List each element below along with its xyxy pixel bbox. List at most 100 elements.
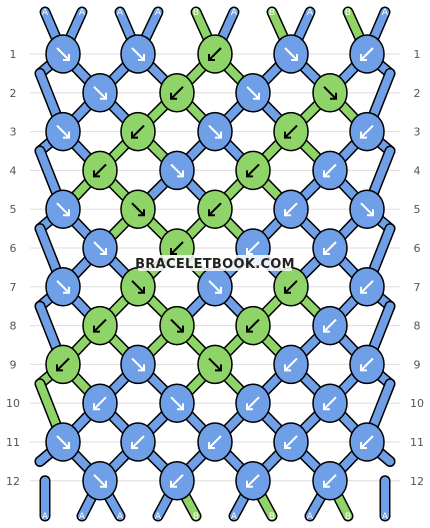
arrow-down-left-icon — [246, 474, 260, 488]
arrow-head — [63, 54, 70, 61]
row-number-right: 12 — [410, 475, 424, 488]
arrow-down-right-icon — [56, 280, 70, 294]
thread-letter-top: A — [117, 8, 124, 18]
knot — [82, 150, 118, 191]
arrow-head — [246, 325, 253, 333]
arrow-head — [360, 364, 367, 372]
knot — [159, 461, 195, 501]
knot — [159, 73, 195, 113]
row-number-right: 1 — [414, 48, 421, 61]
arrow-down-right-icon — [56, 202, 70, 216]
arrow-down-left-icon — [246, 241, 260, 255]
arrow-down-left-icon — [131, 124, 145, 139]
arrow-down-left-icon — [323, 163, 337, 178]
arrow-head — [138, 54, 145, 61]
knot-grid — [45, 34, 385, 501]
arrow-head — [246, 480, 253, 488]
knot — [312, 150, 348, 191]
arrow-down-right-icon — [208, 124, 222, 139]
arrow-down-left-icon — [284, 435, 298, 449]
arrow-down-left-icon — [246, 396, 260, 410]
arrow-down-left-icon — [323, 241, 337, 255]
row-number-left: 9 — [10, 358, 17, 371]
row-number-right: 2 — [414, 87, 421, 100]
knot — [312, 461, 348, 501]
arrow-head — [323, 170, 330, 178]
arrow-head — [170, 92, 177, 100]
row-number-left: 3 — [10, 126, 17, 139]
arrow-head — [63, 442, 70, 449]
thread-letter-bottom: A — [155, 512, 162, 522]
knot — [159, 305, 195, 346]
arrow-down-right-icon — [208, 280, 222, 294]
arrow-down-right-icon — [170, 396, 184, 410]
arrow-head — [208, 442, 215, 449]
arrow-head — [131, 442, 138, 449]
arrow-head — [360, 442, 367, 449]
knot — [273, 422, 309, 462]
arrow-head — [284, 364, 291, 372]
arrow-head — [93, 170, 100, 178]
knot — [45, 267, 81, 307]
arrow-down-right-icon — [323, 86, 337, 100]
knot — [120, 189, 156, 229]
thread-letter-bottom: A — [307, 512, 314, 522]
row-number-left: 1 — [10, 48, 17, 61]
arrow-head — [100, 92, 107, 100]
knot — [349, 111, 385, 152]
thread-letter-bottom: A — [231, 512, 238, 522]
arrow-head — [56, 364, 63, 372]
knot — [312, 73, 348, 113]
arrow-head — [284, 131, 291, 139]
arrow-down-left-icon — [360, 435, 374, 449]
arrow-down-right-icon — [93, 86, 107, 100]
arrow-head — [63, 131, 70, 139]
arrow-head — [63, 209, 70, 217]
arrow-down-right-icon — [56, 124, 70, 139]
arrow-down-left-icon — [170, 86, 184, 100]
thread-letter-top: A — [231, 8, 238, 18]
knot — [235, 73, 271, 113]
arrow-head — [215, 364, 222, 372]
arrow-down-right-icon — [131, 202, 145, 216]
arrow-head — [177, 170, 184, 178]
knot — [120, 267, 156, 307]
row-number-left: 6 — [10, 242, 17, 255]
arrow-head — [208, 209, 215, 217]
knot — [120, 422, 156, 462]
arrow-down-right-icon — [93, 474, 107, 488]
arrow-down-left-icon — [131, 435, 145, 449]
knot — [273, 344, 309, 385]
thread-letter-top: B — [269, 8, 275, 18]
knot — [273, 34, 309, 74]
row-number-left: 10 — [6, 397, 20, 410]
knot — [197, 34, 233, 74]
row-number-right: 4 — [414, 164, 421, 177]
arrow-down-left-icon — [360, 280, 374, 294]
arrow-head — [253, 92, 260, 100]
arrow-head — [323, 403, 330, 411]
arrow-down-right-icon — [284, 47, 298, 61]
arrow-down-left-icon — [246, 318, 260, 333]
row-number-right: 10 — [410, 397, 424, 410]
arrow-down-right-icon — [208, 357, 222, 372]
thread-letter-bottom: B — [345, 512, 351, 522]
thread-letter-top: A — [79, 8, 86, 18]
arrow-down-left-icon — [323, 396, 337, 410]
knot — [349, 267, 385, 307]
thread-letter-top: A — [382, 8, 389, 18]
arrow-head — [93, 325, 100, 333]
thread-letter-top: A — [155, 8, 162, 18]
knot — [45, 111, 81, 152]
arrow-head — [170, 480, 177, 488]
arrow-down-left-icon — [284, 357, 298, 372]
arrow-head — [100, 480, 107, 488]
arrow-head — [93, 403, 100, 411]
thread-letter-bottom: B — [193, 512, 199, 522]
row-number-left: 8 — [10, 320, 17, 333]
arrow-head — [246, 248, 253, 255]
thread-letter-bottom: B — [269, 512, 275, 522]
arrow-head — [291, 54, 298, 61]
